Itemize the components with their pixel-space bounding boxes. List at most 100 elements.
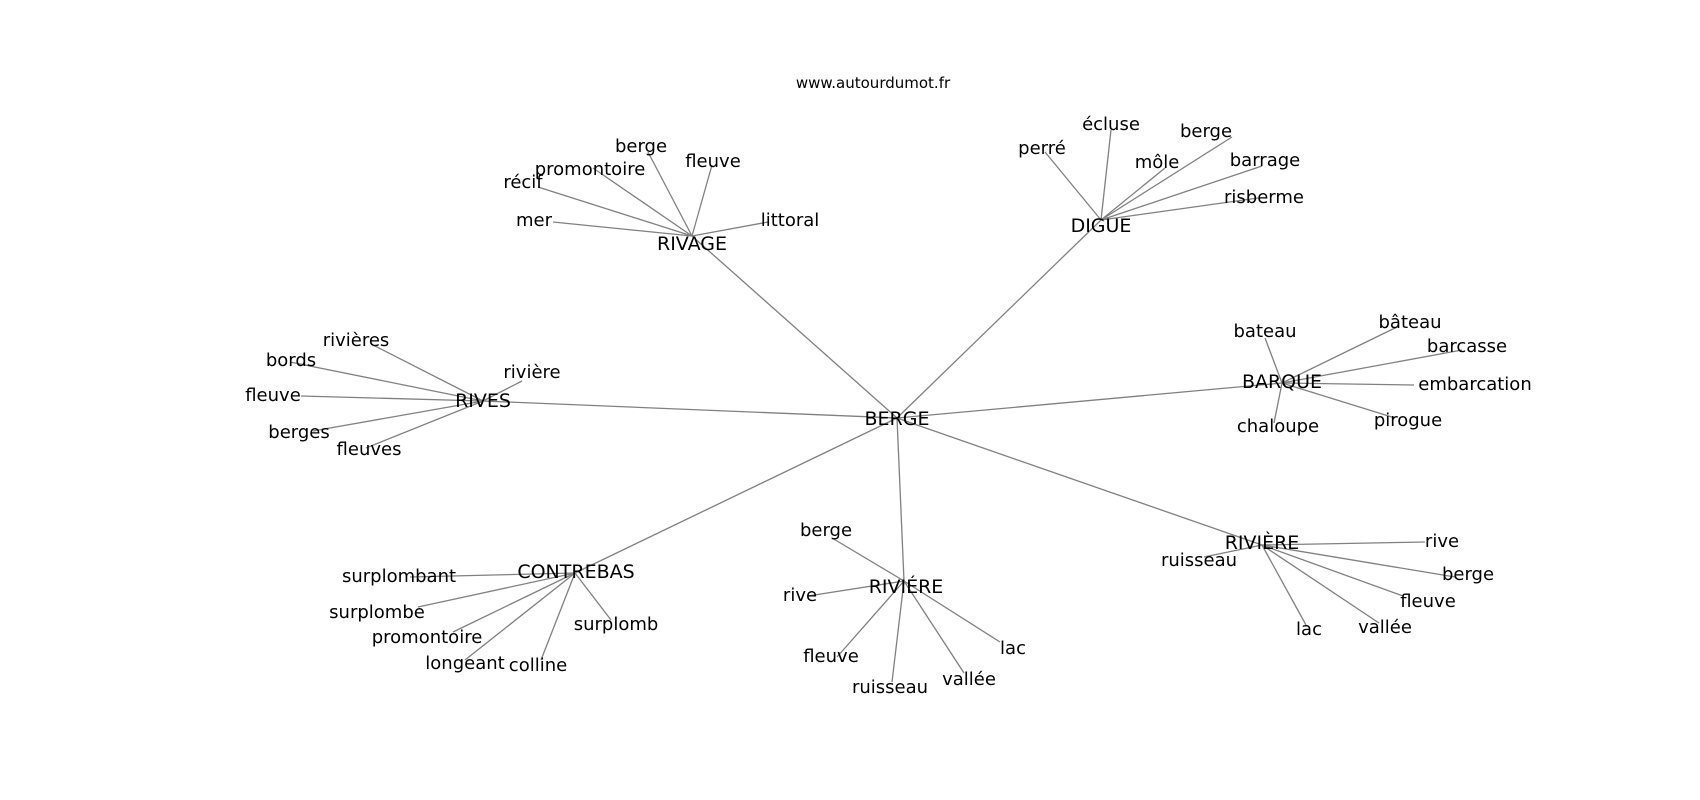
word-node-label: berges <box>268 422 329 443</box>
hub-to-word-edge <box>1100 167 1166 221</box>
hub-to-word-edge <box>691 221 769 237</box>
hub-to-word-edge <box>482 380 523 402</box>
hub-to-word-edge <box>1273 382 1283 424</box>
word-node-label: fleuve <box>245 385 301 406</box>
word-node-label: vallée <box>942 669 996 690</box>
hub-to-word-edge <box>691 164 713 237</box>
hub-to-word-edge <box>1261 544 1404 597</box>
hub-to-word-edge <box>903 580 1001 643</box>
hub-node-label: RIVIÈRE <box>1225 531 1300 554</box>
graph-edges <box>289 129 1463 683</box>
word-node-label: risberme <box>1224 187 1304 208</box>
root-to-hub-edge <box>574 417 898 574</box>
hub-to-word-edge <box>1261 544 1380 624</box>
word-node-label: bâteau <box>1378 312 1441 333</box>
root-to-hub-edge <box>482 400 898 419</box>
word-node-label: surplomb <box>574 614 659 635</box>
word-node-label: fleuve <box>803 646 859 667</box>
word-node-label: barrage <box>1230 150 1300 171</box>
word-node-label: ruisseau <box>1161 550 1237 571</box>
word-node-label: promontoire <box>535 159 646 180</box>
hub-to-word-edge <box>464 572 576 661</box>
hub-to-word-edge <box>552 221 693 237</box>
hub-to-word-edge <box>1100 197 1259 221</box>
hub-node-label: BARQUE <box>1242 371 1322 393</box>
hub-to-word-edge <box>365 400 484 449</box>
root-to-hub-edge <box>896 382 1283 419</box>
root-to-hub-edge <box>691 235 898 419</box>
hub-to-word-edge <box>1281 382 1396 419</box>
hub-to-word-edge <box>592 167 693 237</box>
word-node-label: perré <box>1018 138 1066 159</box>
hub-to-word-edge <box>1100 136 1233 221</box>
word-node-label: lac <box>1296 619 1322 640</box>
word-node-label: surplombant <box>342 566 456 587</box>
word-node-label: rive <box>1425 531 1459 552</box>
word-node-label: bateau <box>1233 321 1296 342</box>
hub-to-word-edge <box>372 344 484 402</box>
root-to-hub-edge <box>896 417 905 582</box>
word-node-label: berge <box>1180 121 1232 142</box>
hub-to-word-edge <box>1100 165 1263 221</box>
hub-to-word-edge <box>417 572 576 608</box>
word-node-label: berge <box>615 136 667 157</box>
hub-node-label: RIVAGE <box>657 233 727 255</box>
word-node-label: promontoire <box>372 627 483 648</box>
word-node-label: surplombe <box>329 602 425 623</box>
word-node-label: barcasse <box>1427 336 1507 357</box>
hub-to-word-edge <box>1264 337 1283 384</box>
hub-to-word-edge <box>1044 151 1102 221</box>
hub-to-word-edge <box>831 537 905 582</box>
word-node-label: colline <box>509 655 567 676</box>
hub-to-word-edge <box>540 572 576 661</box>
word-node-label: embarcation <box>1418 374 1531 395</box>
root-to-hub-edge <box>896 417 1263 546</box>
hub-node-label: CONTREBAS <box>517 561 634 583</box>
hub-to-word-edge <box>836 580 905 658</box>
word-node-label: berge <box>1442 564 1494 585</box>
hub-node-label: DIGUE <box>1071 215 1132 237</box>
root-node-label: BERGE <box>865 408 930 430</box>
hub-to-word-edge <box>807 580 905 597</box>
root-to-hub-edge <box>896 219 1102 419</box>
hub-to-word-edge <box>891 580 905 683</box>
word-node-label: rivière <box>503 362 560 383</box>
graph-labels: www.autourdumot.fr BERGE récifpromontoir… <box>245 74 1532 698</box>
hub-to-word-edge <box>289 361 484 402</box>
hub-to-word-edge <box>452 572 576 633</box>
word-node-label: bords <box>266 350 316 371</box>
word-node-label: rivières <box>323 330 390 351</box>
word-node-label: lac <box>1000 638 1026 659</box>
word-node-label: chaloupe <box>1237 416 1319 437</box>
hub-to-word-edge <box>1281 382 1415 386</box>
hub-node-label: RIVES <box>455 390 511 412</box>
hub-to-word-edge <box>300 395 484 402</box>
hub-to-word-edge <box>1100 129 1112 221</box>
hub-to-word-edge <box>903 580 965 674</box>
word-node-label: vallée <box>1358 617 1412 638</box>
hub-to-word-edge <box>1281 326 1398 384</box>
hub-to-word-edge <box>1261 544 1456 578</box>
hub-to-word-edge <box>647 151 693 237</box>
word-node-label: longeant <box>425 653 504 674</box>
word-node-label: ruisseau <box>852 677 928 698</box>
hub-to-word-edge <box>1261 544 1307 626</box>
word-node-label: mer <box>516 210 553 231</box>
word-node-label: littoral <box>761 210 820 231</box>
hub-to-word-edge <box>1203 544 1263 558</box>
word-node-label: récif <box>503 172 543 193</box>
hub-to-word-edge <box>312 400 484 432</box>
word-node-label: fleuve <box>685 151 741 172</box>
word-node-label: pirogue <box>1374 410 1442 431</box>
word-node-label: berge <box>800 520 852 541</box>
word-node-label: écluse <box>1082 114 1140 135</box>
word-node-label: fleuves <box>337 439 402 460</box>
word-node-label: rive <box>783 585 817 606</box>
hub-to-word-edge <box>1261 541 1426 546</box>
hub-node-label: RIVIÉRE <box>869 575 944 598</box>
hub-to-word-edge <box>1281 349 1463 384</box>
hub-to-word-edge <box>574 572 612 621</box>
hub-to-word-edge <box>537 186 693 237</box>
word-node-label: môle <box>1135 152 1180 173</box>
